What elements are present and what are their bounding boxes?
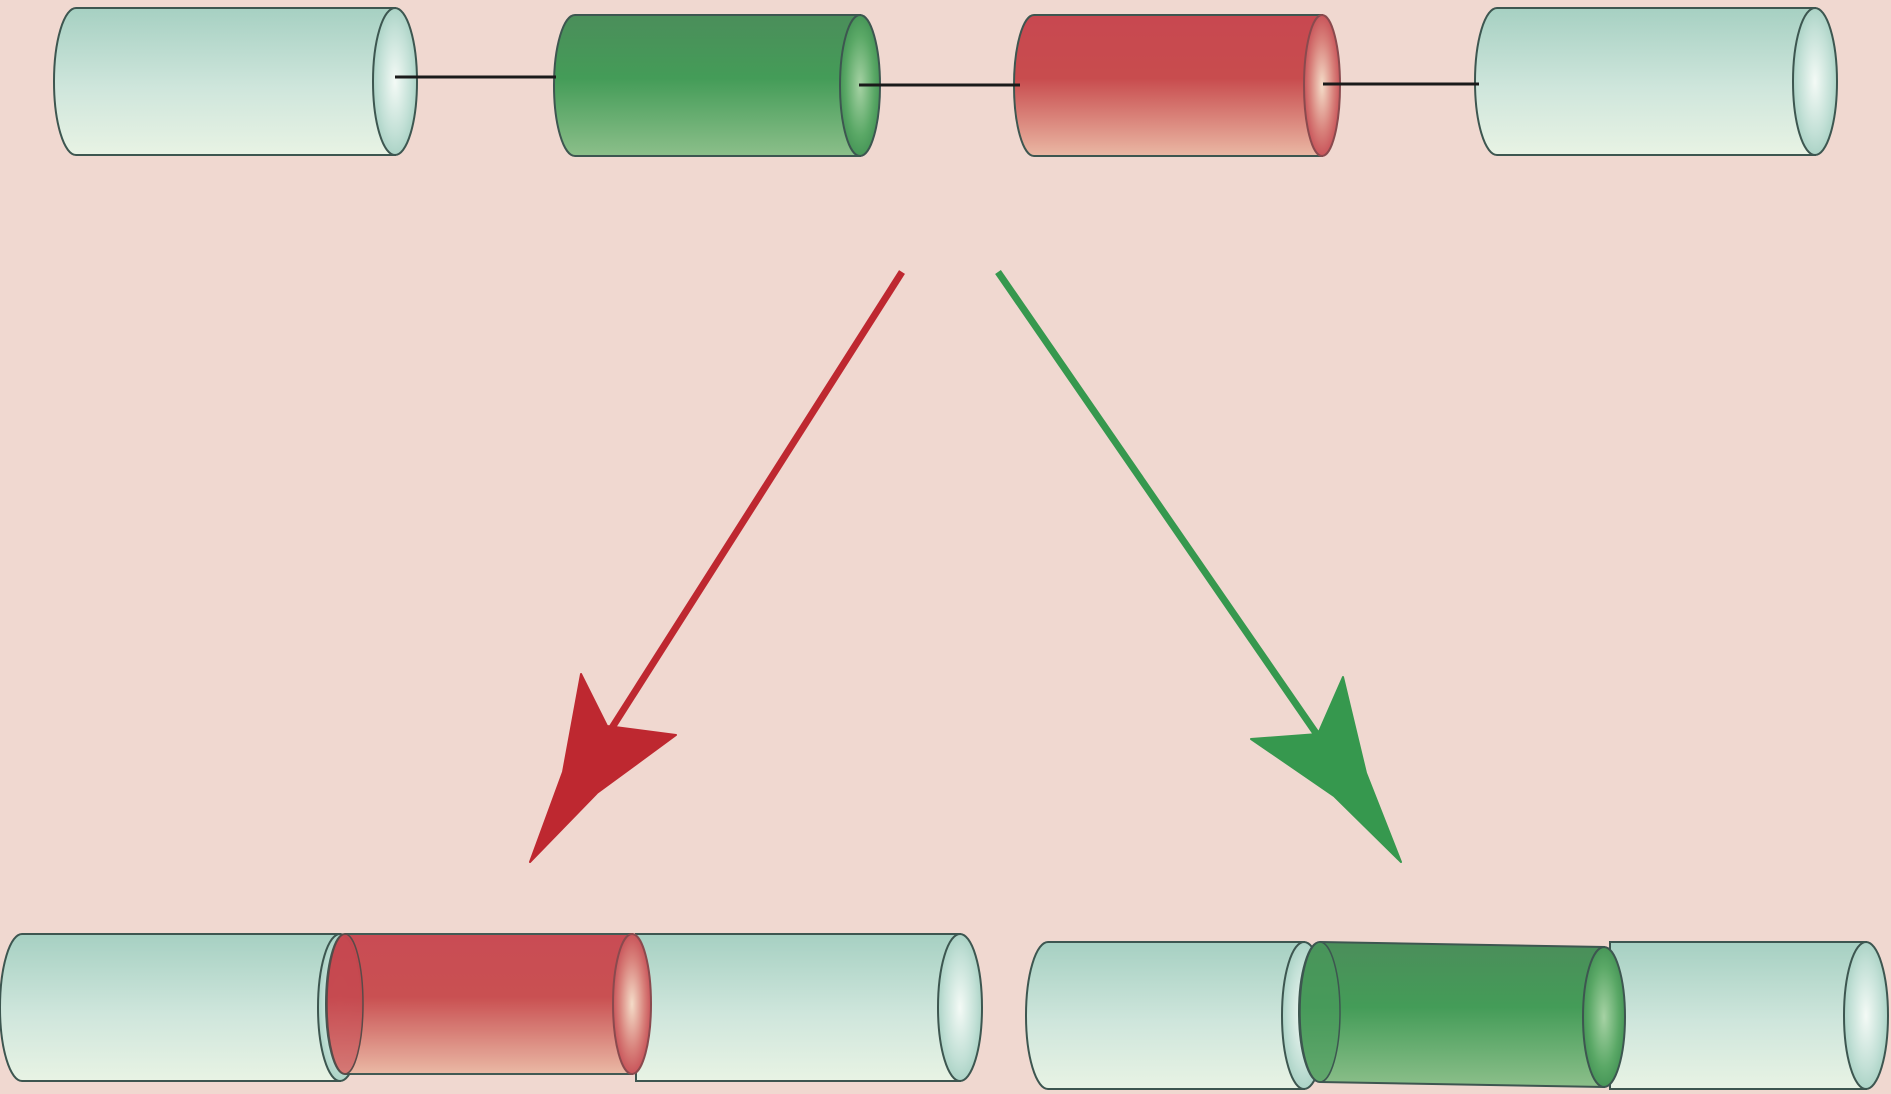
bottom-right-row [1025, 940, 1889, 1090]
bottom-left-segment-1-constant [0, 933, 363, 1082]
arrow-red [529, 270, 905, 863]
bottom-left-red-cap [612, 933, 652, 1075]
bottom-right-segment-2-green [1298, 940, 1626, 1089]
top-segment-2-green [553, 14, 881, 157]
top-segment-1-constant [53, 7, 418, 156]
bottom-right-segment-3-constant [1609, 941, 1889, 1090]
bottom-right-segment-1-constant [1025, 941, 1327, 1090]
bottom-left-row [0, 933, 983, 1082]
arrow-green [995, 270, 1402, 863]
top-segment-3-red [1013, 14, 1341, 157]
top-segment-4-constant [1474, 7, 1838, 156]
bottom-left-segment-2-red [325, 933, 633, 1075]
top-row [53, 7, 1838, 157]
bottom-left-segment-3-constant [635, 933, 983, 1082]
